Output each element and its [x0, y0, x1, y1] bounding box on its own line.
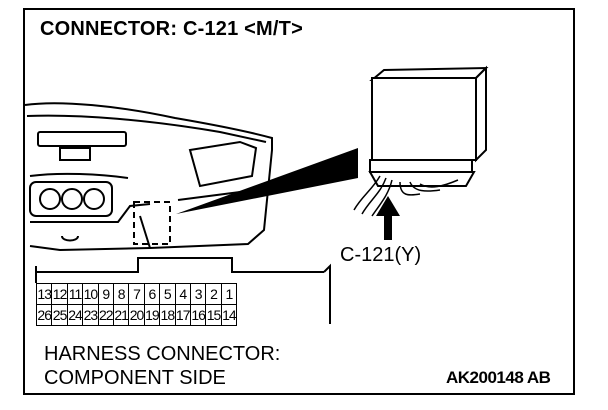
pin-cell: 11 — [66, 283, 84, 305]
dashboard-outline — [24, 102, 273, 252]
pin-row-bottom: 26 25 24 23 22 21 20 19 18 17 16 15 14 — [35, 304, 238, 326]
pin-cell: 15 — [205, 304, 222, 326]
diagram-frame — [23, 8, 575, 395]
pin-cell: 3 — [189, 283, 207, 305]
pin-cell: 17 — [174, 304, 191, 326]
pin-cell: 5 — [159, 283, 176, 305]
pin-cell: 1 — [220, 283, 238, 305]
pin-cell: 16 — [189, 304, 207, 326]
pointer-arrow — [376, 196, 400, 240]
pin-cell: 7 — [128, 283, 145, 305]
harness-wires — [353, 175, 459, 217]
harness-label-line1: HARNESS CONNECTOR: — [44, 343, 281, 365]
pin-cell: 23 — [82, 304, 99, 326]
pin-cell: 9 — [97, 283, 114, 305]
pin-cell: 21 — [112, 304, 130, 326]
pin-cell: 13 — [35, 283, 53, 305]
pin-cell: 10 — [82, 283, 99, 305]
harness-label-line2: COMPONENT SIDE — [44, 367, 226, 389]
harness-connector-housing — [35, 257, 331, 324]
pin-cell: 14 — [220, 304, 238, 326]
ecu-module — [368, 65, 489, 187]
pin-cell: 18 — [159, 304, 176, 326]
pin-cell: 6 — [143, 283, 161, 305]
pin-cell: 2 — [205, 283, 222, 305]
diagram-title: CONNECTOR: C-121 <M/T> — [40, 18, 303, 40]
pin-cell: 20 — [128, 304, 145, 326]
pin-cell: 19 — [143, 304, 161, 326]
pin-cell: 4 — [174, 283, 191, 305]
pin-cell: 24 — [66, 304, 84, 326]
pin-cell: 8 — [112, 283, 130, 305]
figure-id: AK200148 AB — [446, 368, 551, 387]
ecu-location-marker — [133, 201, 171, 245]
pin-cell: 22 — [97, 304, 114, 326]
pin-cell: 12 — [51, 283, 68, 305]
pin-cell: 26 — [35, 304, 53, 326]
magnification-cone — [176, 148, 358, 214]
connector-callout-label: C-121(Y) — [340, 244, 422, 266]
pin-row-top: 13 12 11 10 9 8 7 6 5 4 3 2 1 — [35, 283, 238, 305]
pin-cell: 25 — [51, 304, 68, 326]
connector-pin-table: 13 12 11 10 9 8 7 6 5 4 3 2 1 26 25 24 2… — [35, 283, 238, 326]
